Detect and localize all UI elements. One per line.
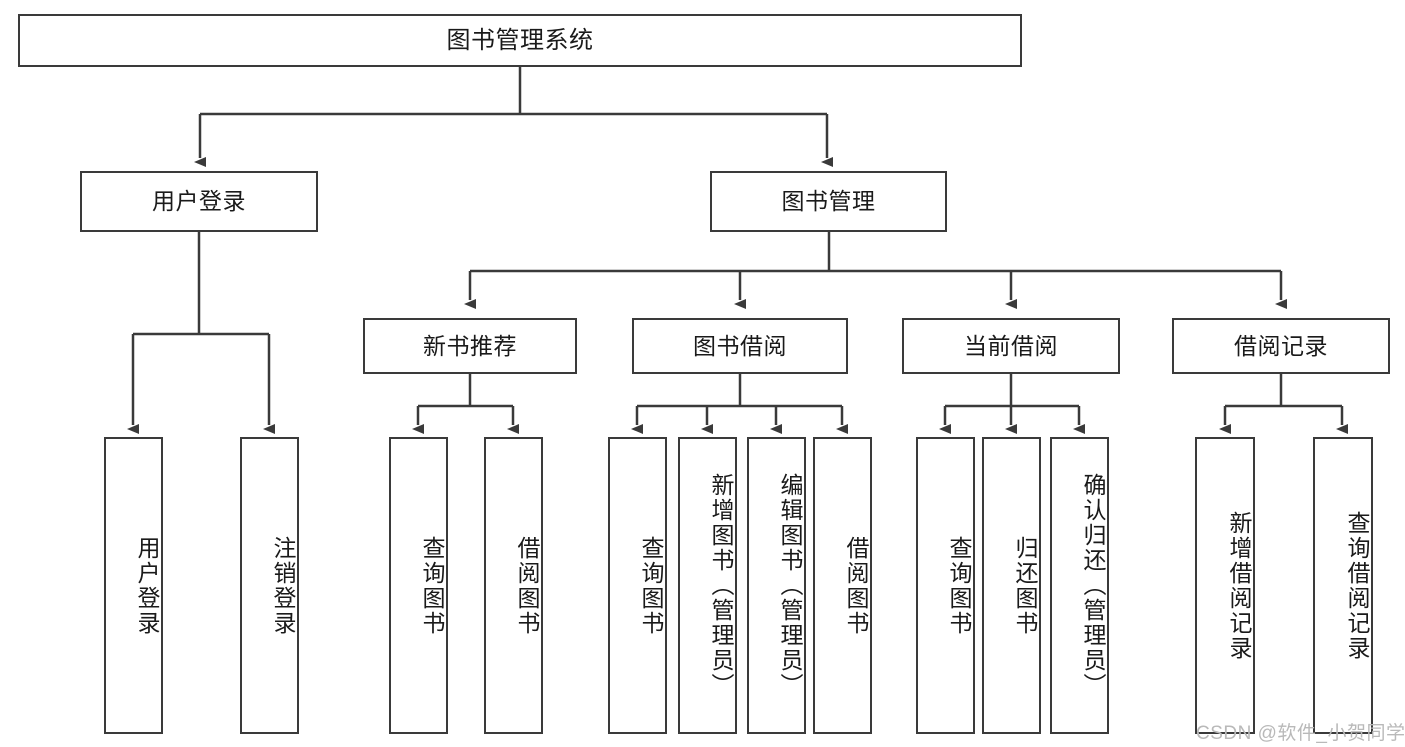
leaf-book-borrow-add[interactable]: 新增图书（管理员） bbox=[678, 437, 737, 734]
leaf-borrow-record-add[interactable]: 新增借阅记录 bbox=[1195, 437, 1255, 734]
leaf-book-borrow-borrow[interactable]: 借阅图书 bbox=[813, 437, 872, 734]
leaf-current-borrow-confirm-return[interactable]: 确认归还（管理员） bbox=[1050, 437, 1109, 734]
leaf-label: 借阅图书 bbox=[843, 535, 869, 636]
node-book-borrow[interactable]: 图书借阅 bbox=[632, 318, 848, 374]
node-new-book-recommend[interactable]: 新书推荐 bbox=[363, 318, 577, 374]
leaf-label: 注销登录 bbox=[270, 535, 296, 636]
leaf-label: 归还图书 bbox=[1012, 535, 1038, 636]
leaf-label: 查询图书 bbox=[419, 535, 445, 636]
leaf-label: 查询图书 bbox=[638, 535, 664, 636]
leaf-label: 确认归还（管理员） bbox=[1080, 473, 1106, 698]
leaf-book-borrow-query[interactable]: 查询图书 bbox=[608, 437, 667, 734]
leaf-label: 编辑图书（管理员） bbox=[777, 473, 803, 698]
leaf-label: 用户登录 bbox=[134, 535, 160, 636]
leaf-current-borrow-return[interactable]: 归还图书 bbox=[982, 437, 1041, 734]
node-current-borrow[interactable]: 当前借阅 bbox=[902, 318, 1120, 374]
leaf-current-borrow-query[interactable]: 查询图书 bbox=[916, 437, 975, 734]
leaf-user-login-logout[interactable]: 注销登录 bbox=[240, 437, 299, 734]
leaf-label: 新增借阅记录 bbox=[1226, 510, 1252, 661]
leaf-label: 查询图书 bbox=[946, 535, 972, 636]
leaf-borrow-record-query[interactable]: 查询借阅记录 bbox=[1313, 437, 1373, 734]
leaf-book-borrow-edit[interactable]: 编辑图书（管理员） bbox=[747, 437, 806, 734]
node-book-management[interactable]: 图书管理 bbox=[710, 171, 947, 232]
leaf-label: 借阅图书 bbox=[514, 535, 540, 636]
watermark-csdn: CSDN @软件_小贺同学 bbox=[1196, 723, 1405, 744]
node-root-system[interactable]: 图书管理系统 bbox=[18, 14, 1022, 67]
leaf-label: 新增图书（管理员） bbox=[708, 473, 734, 698]
leaf-new-book-query[interactable]: 查询图书 bbox=[389, 437, 448, 734]
leaf-new-book-borrow[interactable]: 借阅图书 bbox=[484, 437, 543, 734]
node-borrow-record[interactable]: 借阅记录 bbox=[1172, 318, 1390, 374]
leaf-label: 查询借阅记录 bbox=[1344, 510, 1370, 661]
leaf-user-login-login[interactable]: 用户登录 bbox=[104, 437, 163, 734]
node-user-login[interactable]: 用户登录 bbox=[80, 171, 318, 232]
